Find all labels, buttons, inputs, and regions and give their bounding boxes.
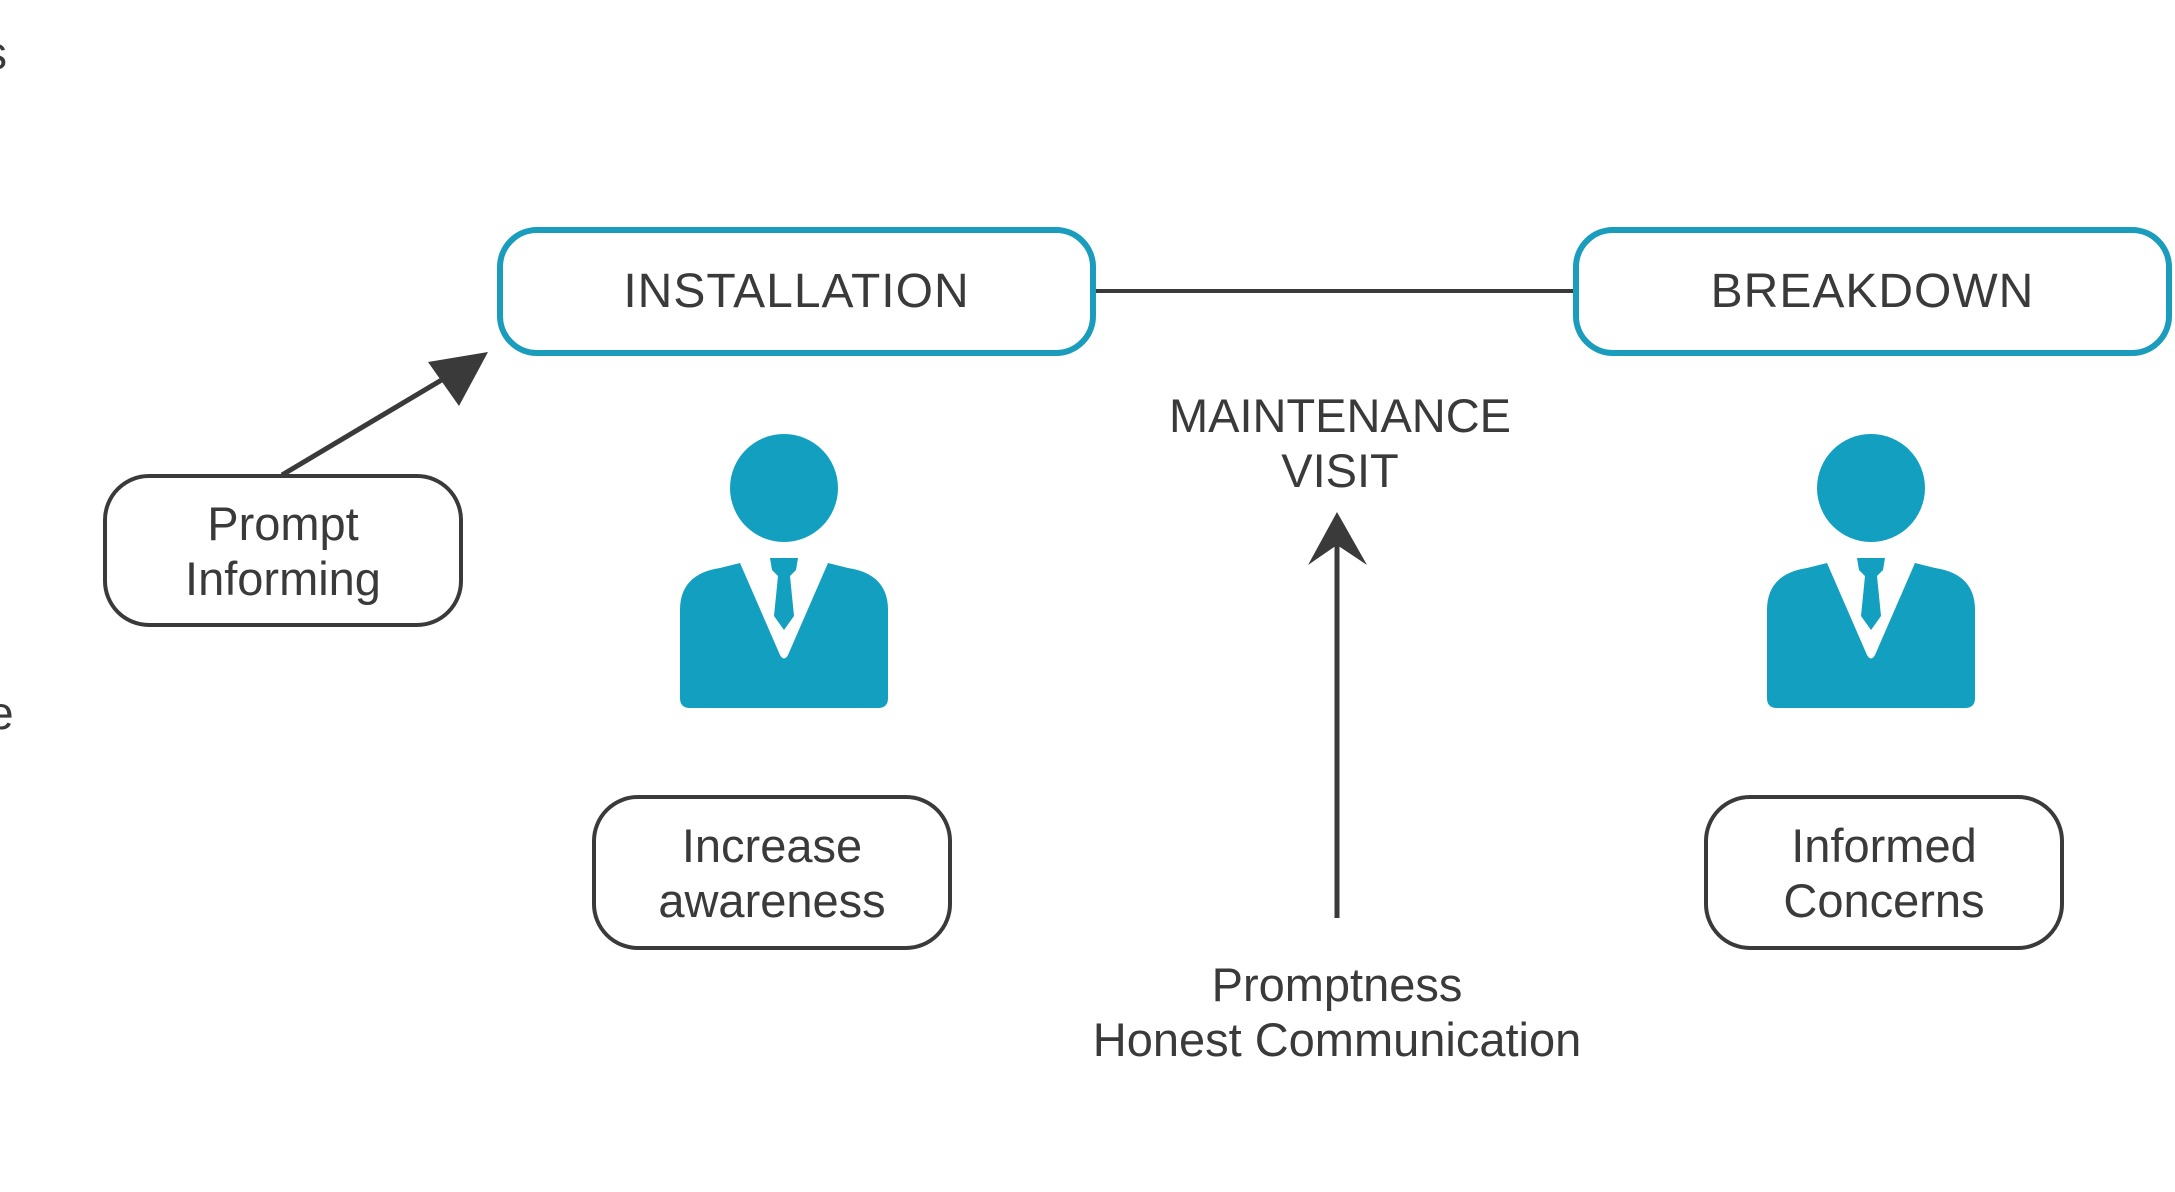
informed-concerns-box: Informed Concerns	[1704, 795, 2064, 950]
installation-stage: INSTALLATION	[497, 227, 1096, 356]
prompt-informing-box: Prompt Informing	[103, 474, 463, 627]
promptness-label: Promptness Honest Communication	[1092, 958, 1582, 1066]
increase-awareness-box: Increase awareness	[592, 795, 952, 950]
installation-label: INSTALLATION	[623, 265, 970, 318]
edge-text-fragment-bottom: e	[0, 687, 14, 739]
breakdown-stage: BREAKDOWN	[1573, 227, 2172, 356]
edge-text-fragment-top: s	[0, 30, 7, 76]
maintenance-arrow-head	[1308, 512, 1367, 565]
breakdown-label: BREAKDOWN	[1710, 265, 2035, 318]
prompt-arrow-head	[428, 352, 488, 406]
maintenance-visit-label: MAINTENANCE VISIT	[1168, 389, 1512, 497]
person-icon	[1767, 434, 1975, 708]
person-icon	[680, 434, 888, 708]
prompt-arrow-line	[280, 369, 457, 478]
